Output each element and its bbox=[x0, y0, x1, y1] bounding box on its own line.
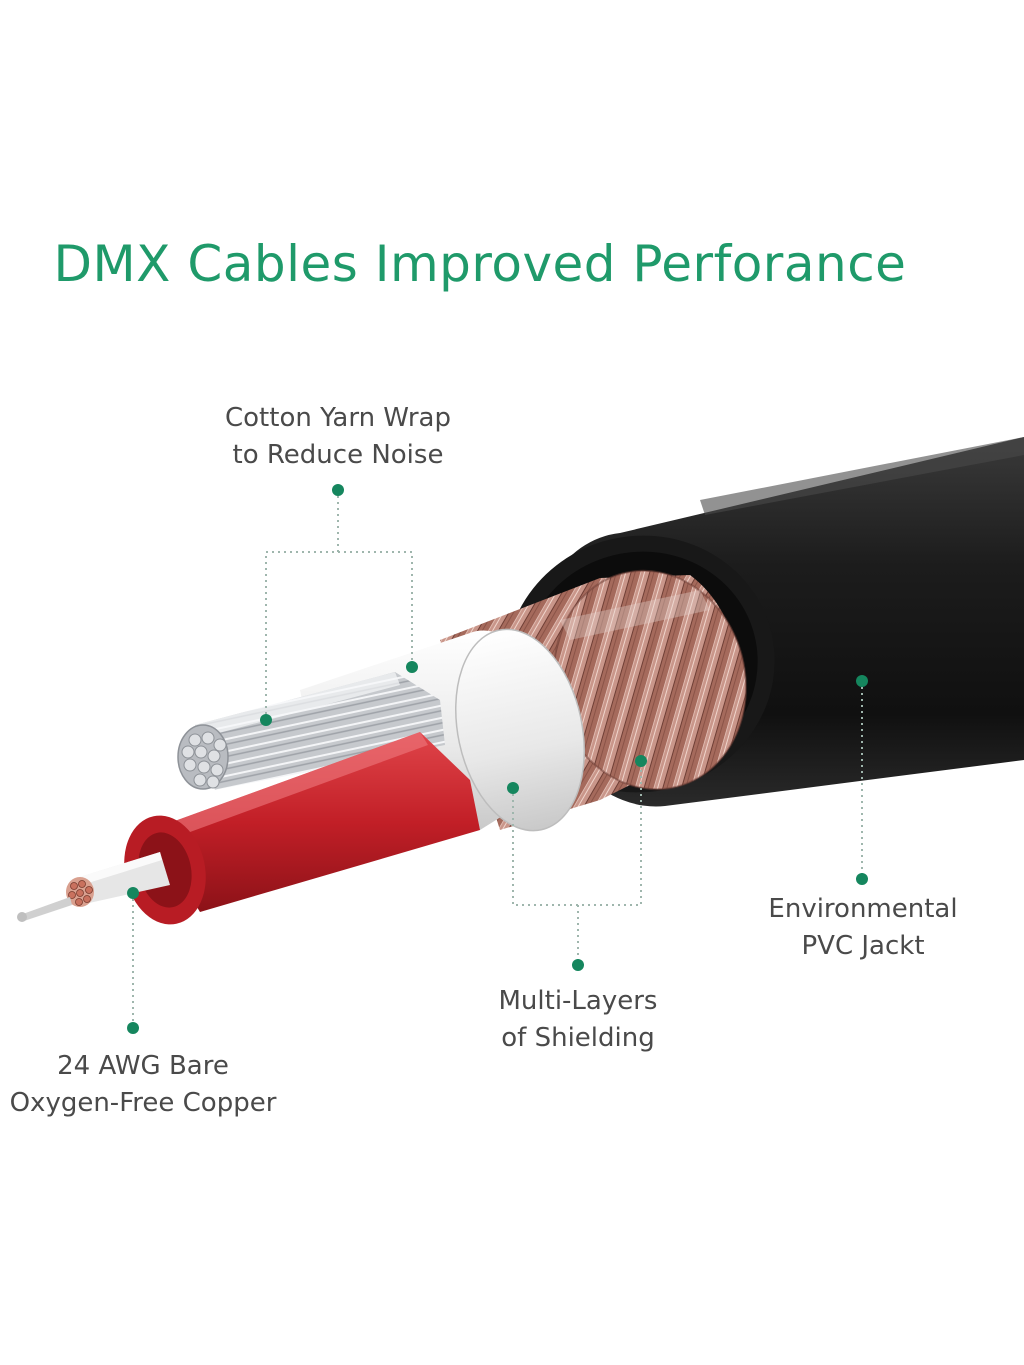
dot-shielding-bottom bbox=[572, 959, 584, 971]
dot-shielding-left bbox=[507, 782, 519, 794]
callout-copper: 24 AWG Bare Oxygen-Free Copper bbox=[0, 1048, 286, 1122]
callout-shielding-line1: Multi-Layers bbox=[498, 986, 658, 1016]
callout-pvc-jacket: Environmental PVC Jackt bbox=[743, 891, 983, 965]
callout-cotton-yarn: Cotton Yarn Wrap to Reduce Noise bbox=[198, 400, 478, 474]
callout-shielding-line2: of Shielding bbox=[501, 1023, 655, 1053]
dot-cotton-yarn-right bbox=[406, 661, 418, 673]
callout-leaders bbox=[132, 490, 863, 1028]
dot-pvc-jacket-top bbox=[856, 675, 868, 687]
dot-copper-bottom bbox=[127, 1022, 139, 1034]
callout-pvc-jacket-line2: PVC Jackt bbox=[801, 931, 925, 961]
cotton-yarn-bracket bbox=[265, 551, 413, 720]
dot-copper-top bbox=[127, 887, 139, 899]
copper-conductor-strands bbox=[17, 852, 170, 922]
callout-cotton-yarn-line1: Cotton Yarn Wrap bbox=[225, 403, 451, 433]
callout-shielding: Multi-Layers of Shielding bbox=[458, 983, 698, 1057]
callout-pvc-jacket-line1: Environmental bbox=[768, 894, 958, 924]
dot-cotton-yarn-left bbox=[260, 714, 272, 726]
callout-cotton-yarn-line2: to Reduce Noise bbox=[232, 440, 444, 470]
callout-copper-line1: 24 AWG Bare bbox=[57, 1051, 229, 1081]
page-title: DMX Cables Improved Perforance bbox=[53, 235, 907, 293]
silver-stranded-conductor bbox=[177, 672, 445, 790]
dot-pvc-jacket-bottom bbox=[856, 873, 868, 885]
dot-cotton-yarn-top bbox=[332, 484, 344, 496]
dot-shielding-right bbox=[635, 755, 647, 767]
callout-dots bbox=[127, 484, 868, 1034]
callout-copper-line2: Oxygen-Free Copper bbox=[9, 1088, 277, 1118]
